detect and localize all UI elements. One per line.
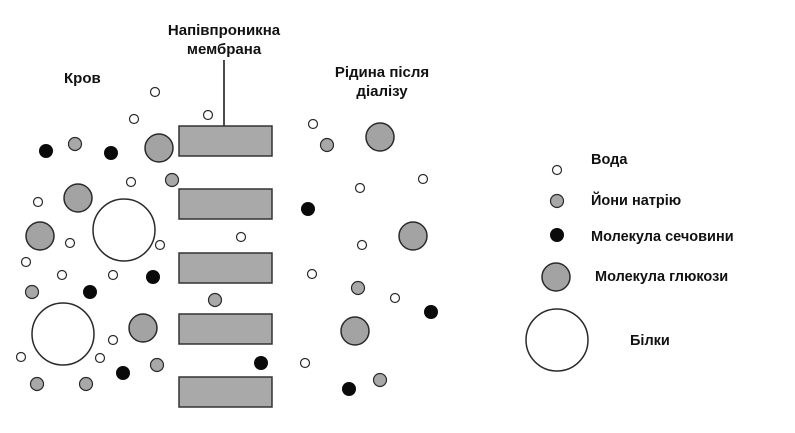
water-molecule	[107, 269, 119, 281]
glucose-molecule	[365, 122, 395, 152]
sodium-ion	[372, 372, 388, 388]
membrane-segment	[178, 252, 273, 284]
dialysate-label-line1: Рідина після	[335, 64, 429, 81]
urea-molecule	[342, 382, 356, 396]
legend-label-sodium: Йони натрію	[591, 191, 681, 209]
sodium-ion	[24, 284, 40, 300]
blood-label: Кров	[64, 70, 101, 87]
sodium-ion	[29, 376, 45, 392]
glucose-molecule	[398, 221, 428, 251]
dialysate-label-line2: діалізу	[356, 83, 408, 100]
urea-molecule	[146, 270, 160, 284]
membrane-segment	[178, 188, 273, 220]
sodium-ion	[67, 136, 83, 152]
sodium-ion	[207, 292, 223, 308]
legend-label-protein: Білки	[630, 333, 670, 349]
semipermeable-membrane	[178, 125, 273, 408]
water-molecule	[56, 269, 68, 281]
sodium-ion	[350, 280, 366, 296]
urea-molecule-icon	[550, 228, 564, 242]
legend-item-protein: Білки	[525, 308, 670, 372]
sodium-ion-icon	[549, 193, 565, 209]
legend-item-urea: Молекула сечовини	[550, 228, 734, 245]
blood-particles	[15, 86, 214, 392]
urea-molecule	[116, 366, 130, 380]
sodium-ion	[149, 357, 165, 373]
legend-label-glucose: Молекула глюкози	[595, 269, 728, 285]
water-molecule	[417, 173, 429, 185]
membrane-segment	[178, 125, 273, 157]
membrane-segment	[178, 313, 273, 345]
legend-label-urea: Молекула сечовини	[591, 229, 734, 245]
glucose-molecule	[63, 183, 93, 213]
membrane-segment	[178, 376, 273, 408]
water-molecule	[356, 239, 368, 251]
water-icon	[551, 164, 563, 176]
urea-molecule	[39, 144, 53, 158]
sodium-ion	[319, 137, 335, 153]
water-molecule	[32, 196, 44, 208]
water-molecule	[389, 292, 401, 304]
sodium-ion	[164, 172, 180, 188]
urea-molecule	[83, 285, 97, 299]
dialysate-particles	[299, 118, 438, 396]
water-molecule	[306, 268, 318, 280]
water-molecule	[307, 118, 319, 130]
water-molecule	[128, 113, 140, 125]
crossing-particles	[207, 231, 268, 370]
urea-molecule	[254, 356, 268, 370]
legend-item-water: Вода	[551, 152, 628, 176]
urea-molecule	[301, 202, 315, 216]
legend-label-water: Вода	[591, 152, 628, 168]
legend-item-glucose: Молекула глюкози	[541, 262, 728, 292]
membrane-label-line1: Напівпроникна	[168, 22, 281, 39]
urea-molecule	[424, 305, 438, 319]
glucose-molecule	[340, 316, 370, 346]
water-molecule	[202, 109, 214, 121]
water-molecule	[107, 334, 119, 346]
legend-item-sodium: Йони натрію	[549, 191, 681, 209]
membrane-label-line2: мембрана	[187, 41, 262, 58]
water-molecule	[64, 237, 76, 249]
glucose-molecule	[128, 313, 158, 343]
water-molecule	[125, 176, 137, 188]
water-molecule	[299, 357, 311, 369]
water-molecule	[235, 231, 247, 243]
water-molecule	[15, 351, 27, 363]
water-molecule	[354, 182, 366, 194]
water-molecule	[149, 86, 161, 98]
water-molecule	[20, 256, 32, 268]
water-molecule	[94, 352, 106, 364]
protein-molecule	[31, 302, 95, 366]
urea-molecule	[104, 146, 118, 160]
glucose-molecule	[25, 221, 55, 251]
water-molecule	[154, 239, 166, 251]
sodium-ion	[78, 376, 94, 392]
glucose-molecule-icon	[541, 262, 571, 292]
protein-icon	[525, 308, 589, 372]
protein-molecule	[92, 198, 156, 262]
legend: Вода Йони натрію Молекула сечовини Молек…	[525, 152, 734, 372]
glucose-molecule	[144, 133, 174, 163]
